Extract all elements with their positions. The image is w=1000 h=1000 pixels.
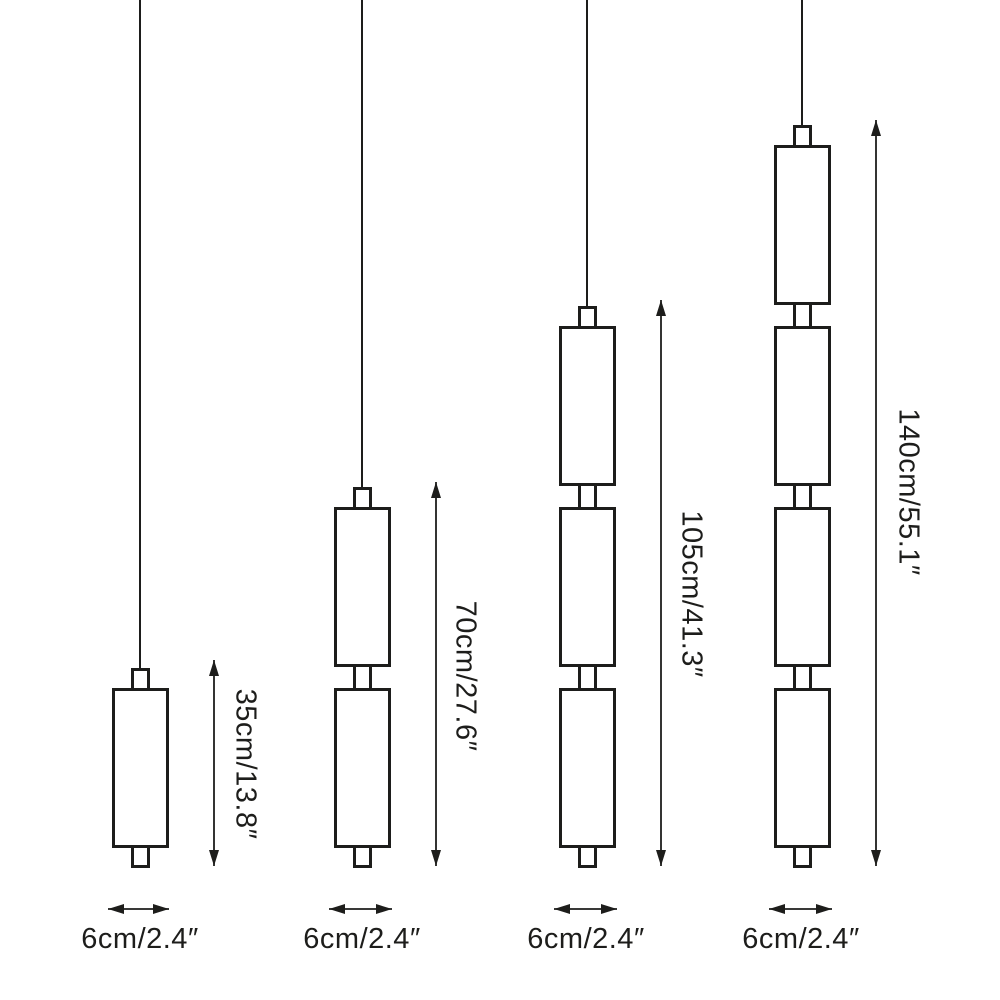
lamp-cylinder [774,326,831,486]
lamp-cylinder [559,507,616,667]
lamp-cylinder [334,507,391,667]
lamp-cylinder [559,688,616,848]
height-label-3: 105cm/41.3″ [675,510,708,678]
lamp-connector [578,483,597,510]
lamp-bottom-cap [131,845,150,868]
lamp-cylinder [774,688,831,848]
lamp-cylinder [559,326,616,486]
lamp-bottom-cap [353,845,372,868]
lamp-connector [793,302,812,329]
width-label-2: 6cm/2.4″ [303,923,421,955]
lamp-connector [353,664,372,691]
lamp-connector [793,483,812,510]
width-label-3: 6cm/2.4″ [527,923,645,955]
lamp-connector [578,664,597,691]
width-label-4: 6cm/2.4″ [742,923,860,955]
lamp-cylinder [334,688,391,848]
height-label-2: 70cm/27.6″ [449,600,482,752]
height-label-4: 140cm/55.1″ [892,408,925,576]
lamp-cylinder [112,688,169,848]
lamp-bottom-cap [793,845,812,868]
lamp-cylinder [774,145,831,305]
width-label-1: 6cm/2.4″ [81,923,199,955]
suspension-cord [586,0,588,309]
height-label-1: 35cm/13.8″ [229,688,262,840]
lamp-connector [793,664,812,691]
lamp-cylinder [774,507,831,667]
lamp-bottom-cap [578,845,597,868]
suspension-cord [801,0,803,128]
suspension-cord [361,0,363,490]
suspension-cord [139,0,141,671]
